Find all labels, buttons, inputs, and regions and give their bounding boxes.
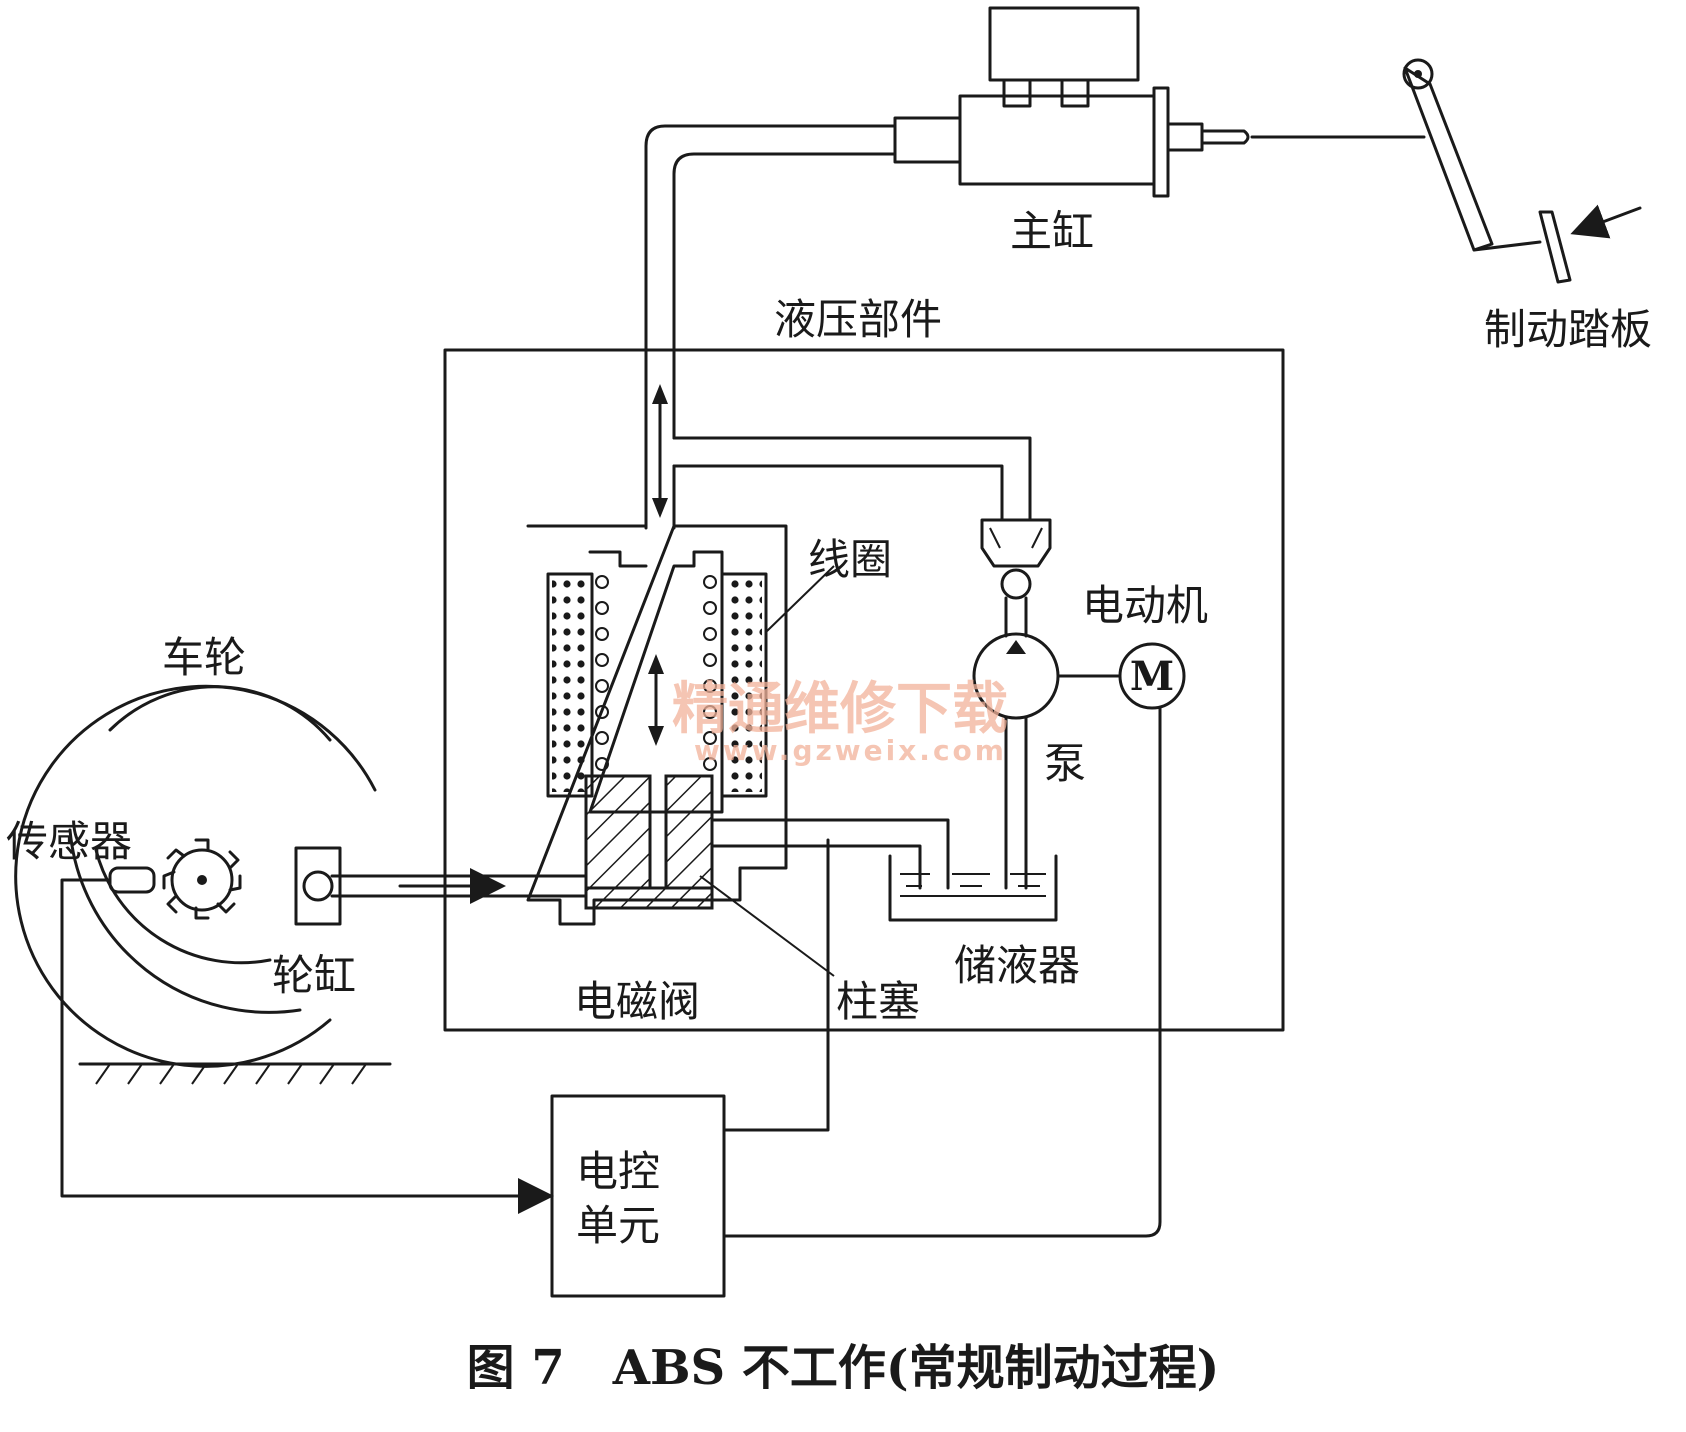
- label-wheel: 车轮: [162, 633, 246, 682]
- label-sensor: 传感器: [6, 817, 132, 866]
- label-ecu-line1: 电控: [576, 1147, 660, 1196]
- label-electric-motor: 电动机: [1082, 581, 1208, 630]
- brake-line-main: [644, 124, 1032, 530]
- hydraulic-unit-box: [443, 348, 1285, 1032]
- pump: [972, 518, 1060, 890]
- wheel-cylinder: [294, 846, 342, 926]
- figure-caption: 图 7 ABS 不工作(常规制动过程): [467, 1340, 1220, 1396]
- solenoid-valve: [526, 524, 788, 926]
- wheel-speed-sensor: [108, 866, 156, 894]
- label-coil: 线圈: [808, 535, 892, 584]
- master-cylinder: [893, 6, 1250, 198]
- valve-spring-left: [595, 575, 609, 771]
- label-hydraulic-unit: 液压部件: [774, 295, 942, 344]
- brake-pedal: [1402, 58, 1642, 284]
- watermark-url: www.gzweix.com: [694, 734, 1007, 767]
- label-reservoir: 储液器: [954, 941, 1080, 990]
- electronic-control-unit: [550, 1094, 726, 1298]
- ground: [78, 1062, 392, 1085]
- label-pump: 泵: [1044, 739, 1086, 788]
- label-plunger: 柱塞: [836, 977, 920, 1026]
- label-solenoid-valve: 电磁阀: [574, 977, 700, 1026]
- electric-motor: M: [1118, 642, 1186, 710]
- tone-ring-gear: [162, 838, 242, 920]
- wheel-brake-line: [330, 868, 588, 904]
- label-wheel-cylinder: 轮缸: [272, 951, 356, 1000]
- label-master-cylinder: 主缸: [1010, 207, 1094, 256]
- return-line: [710, 818, 950, 890]
- reservoir: [888, 854, 1058, 922]
- control-wiring: [60, 706, 1162, 1238]
- label-ecu-line2: 单元: [576, 1201, 660, 1250]
- watermark-text: 精通维修下载: [672, 677, 1008, 742]
- coil-leader: [765, 565, 835, 633]
- motor-symbol: M: [1130, 653, 1174, 700]
- plunger-leader: [699, 875, 835, 977]
- wheel: [14, 684, 377, 1068]
- valve-spring-right: [703, 575, 717, 771]
- label-brake-pedal: 制动踏板: [1484, 305, 1652, 354]
